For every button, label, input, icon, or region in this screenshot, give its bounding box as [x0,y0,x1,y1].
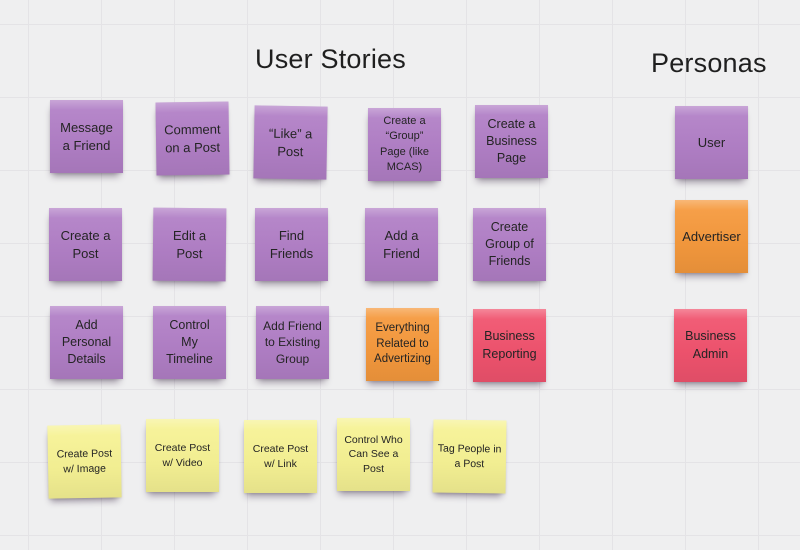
sticky-note-user_stories-12[interactable]: Add Friend to Existing Group [256,306,329,379]
sticky-note-label: Create a Business Page [486,116,537,166]
sticky-note-user_stories-3[interactable]: Create a “Group” Page (like MCAS) [368,108,441,181]
sticky-note-label: Control Who Can See a Post [344,433,403,475]
sticky-note-label: Everything Related to Advertizing [374,321,431,366]
sticky-note-user_stories-16[interactable]: Create Post w/ Video [146,419,219,492]
sticky-note-label: Advertiser [682,228,741,244]
sticky-note-label: Create Post w/ Link [252,443,309,470]
sticky-note-label: Add a Friend [383,227,420,261]
sticky-note-label: User [697,134,726,150]
sticky-note-user_stories-8[interactable]: Add a Friend [365,208,438,281]
sticky-note-label: Create a Post [60,227,111,261]
sticky-note-label: Add Personal Details [61,317,112,367]
sticky-note-personas-2[interactable]: Business Admin [674,309,747,382]
sticky-note-user_stories-13[interactable]: Everything Related to Advertizing [366,308,439,381]
sticky-note-label: Find Friends [269,227,314,261]
sticky-note-user_stories-6[interactable]: Edit a Post [152,207,227,282]
sticky-note-label: Comment on a Post [164,121,221,155]
sticky-note-label: Business Admin [685,329,736,361]
user-stories-title[interactable]: User Stories [255,44,406,74]
sticky-note-user_stories-11[interactable]: Control My Timeline [153,306,226,379]
sticky-note-personas-1[interactable]: Advertiser [675,200,748,273]
sticky-note-user_stories-5[interactable]: Create a Post [49,208,122,281]
sticky-note-user_stories-2[interactable]: “Like” a Post [253,105,328,180]
sticky-note-label: Add Friend to Existing Group [263,318,322,366]
sticky-note-label: Create a “Group” Page (like MCAS) [380,115,429,173]
sticky-note-user_stories-0[interactable]: Message a Friend [50,100,123,173]
sticky-note-user_stories-19[interactable]: Tag People in a Post [432,419,507,494]
sticky-note-label: Create Post w/ Image [56,447,113,475]
sticky-note-label: Create Post w/ Video [154,442,211,469]
sticky-note-label: Tag People in a Post [437,442,502,470]
sticky-note-label: Business Reporting [482,329,537,361]
sticky-note-label: Edit a Post [172,227,207,261]
sticky-note-user_stories-7[interactable]: Find Friends [255,208,328,281]
sticky-note-user_stories-9[interactable]: Create Group of Friends [473,208,546,281]
sticky-note-user_stories-14[interactable]: Business Reporting [473,309,546,382]
sticky-note-user_stories-18[interactable]: Control Who Can See a Post [337,418,410,491]
sticky-note-label: Control My Timeline [166,317,213,367]
sticky-note-label: “Like” a Post [268,125,313,159]
sticky-note-label: Create Group of Friends [485,219,534,269]
sticky-note-user_stories-17[interactable]: Create Post w/ Link [244,420,317,493]
sticky-note-user_stories-10[interactable]: Add Personal Details [50,306,123,379]
sticky-note-label: Message a Friend [60,119,113,153]
sticky-note-personas-0[interactable]: User [675,106,748,179]
sticky-note-user_stories-1[interactable]: Comment on a Post [155,101,230,176]
sticky-note-user_stories-4[interactable]: Create a Business Page [475,105,548,178]
personas-title[interactable]: Personas [651,48,767,78]
sticky-note-user_stories-15[interactable]: Create Post w/ Image [47,424,122,499]
